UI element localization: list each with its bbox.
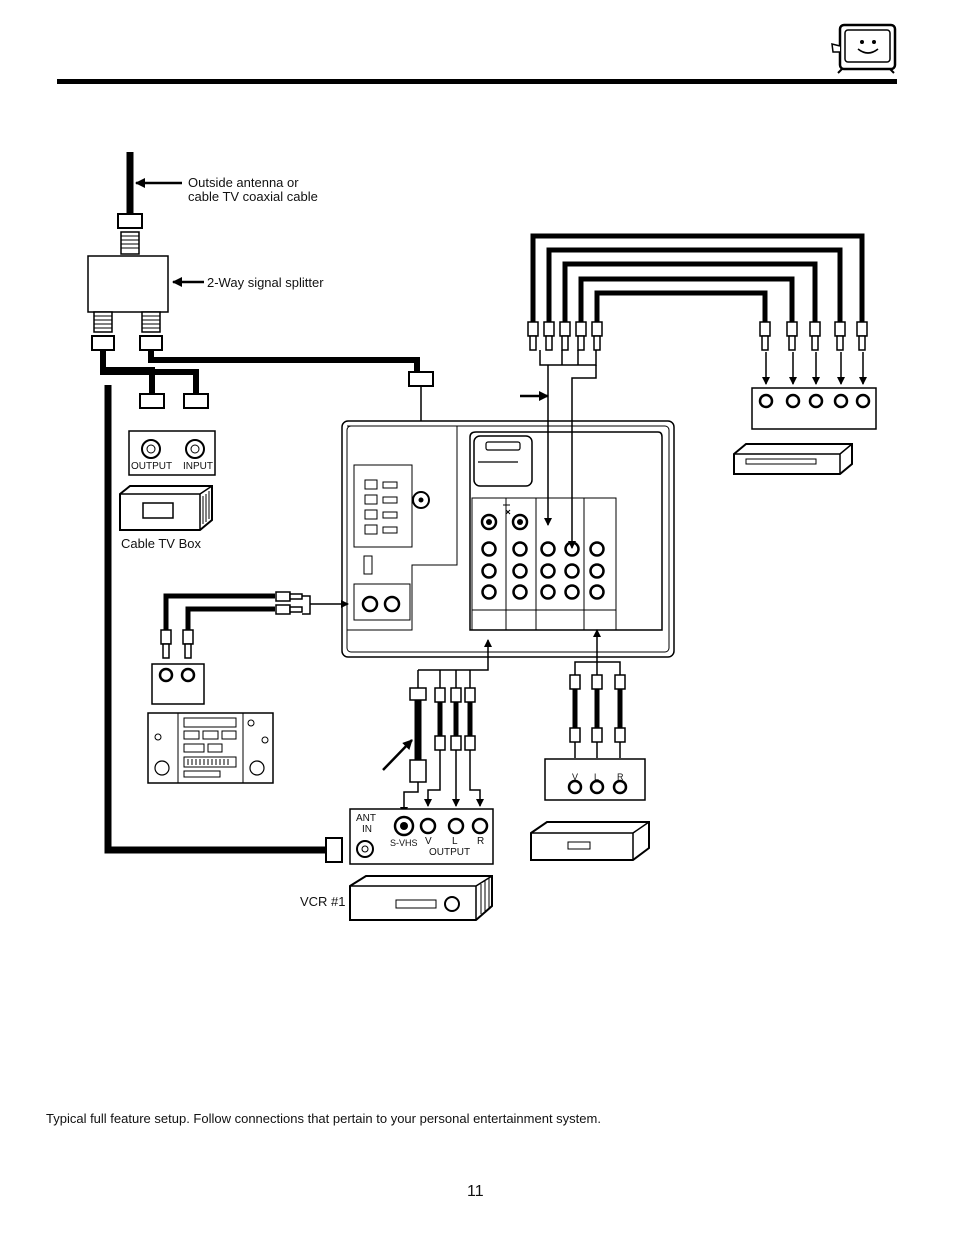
vcr-l-label: L — [452, 836, 458, 847]
vcr2-l-label: L — [594, 772, 600, 782]
cable-box-output-label: OUTPUT — [131, 461, 173, 472]
vcr2 — [530, 758, 650, 861]
signal-splitter — [87, 255, 169, 351]
component-source-device — [733, 387, 877, 475]
cable-box — [119, 393, 216, 531]
tv-rear-panel — [341, 420, 675, 658]
splitter-label: 2-Way signal splitter — [207, 275, 324, 290]
vcr-ant-label: ANT — [356, 813, 376, 824]
vcr1-label: VCR #1 — [300, 894, 346, 909]
antenna-label-line1: Outside antenna or — [188, 175, 299, 190]
vcr2-r-label: R — [617, 772, 624, 782]
cable-box-input-label: INPUT — [183, 461, 213, 472]
component-plugs-dvd — [759, 321, 868, 351]
vcr-svhs-label: S-VHS — [390, 838, 418, 848]
tv-mascot-icon — [831, 23, 897, 74]
vcr2-cables — [569, 629, 626, 758]
cable-box-label: Cable TV Box — [121, 536, 201, 551]
page-number: 11 — [467, 1183, 484, 1200]
vcr1-cables — [400, 639, 492, 815]
antenna-label-line2: cable TV coaxial cable — [188, 189, 318, 204]
vcr-v-label: V — [425, 836, 432, 847]
component-plugs-tv — [527, 321, 603, 351]
vcr-r-label: R — [477, 836, 485, 847]
antenna-cable — [117, 152, 143, 255]
vcr-in-label: IN — [362, 824, 372, 835]
audio-amplifier — [147, 663, 274, 784]
header-rule — [57, 79, 897, 84]
vcr2-v-label: V — [572, 772, 579, 782]
vcr-output-label: OUTPUT — [429, 847, 471, 858]
vcr1 — [349, 808, 494, 921]
caption: Typical full feature setup. Follow conne… — [46, 1111, 601, 1126]
component-cables — [530, 233, 865, 322]
